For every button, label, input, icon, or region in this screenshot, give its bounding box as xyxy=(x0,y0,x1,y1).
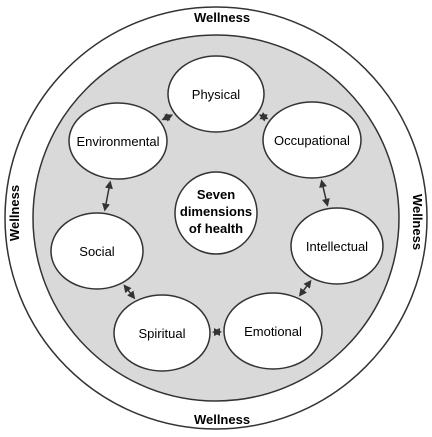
node-environmental xyxy=(68,102,168,180)
arrow-social-environmental xyxy=(102,180,113,212)
node-label-spiritual: Spiritual xyxy=(139,326,186,341)
dimension-nodes: PhysicalOccupationalIntellectualEmotiona… xyxy=(50,55,384,372)
arrow-environmental-physical xyxy=(161,113,174,122)
arrow-physical-occupational xyxy=(258,112,269,122)
wellness-label-right: Wellness xyxy=(410,194,425,250)
center-label-line2: dimensions xyxy=(180,204,252,219)
node-label-emotional: Emotional xyxy=(244,324,302,339)
arrow-intellectual-emotional xyxy=(298,279,312,297)
arrow-spiritual-social xyxy=(123,284,136,300)
wellness-label-left: Wellness xyxy=(7,185,22,241)
node-label-physical: Physical xyxy=(192,87,241,102)
node-physical xyxy=(167,55,265,133)
wellness-label-bottom: Wellness xyxy=(194,412,250,427)
center-circle xyxy=(174,171,258,255)
node-label-intellectual: Intellectual xyxy=(306,239,368,254)
node-social xyxy=(50,212,144,290)
node-intellectual xyxy=(290,207,384,285)
node-occupational xyxy=(262,101,362,179)
node-label-social: Social xyxy=(79,244,115,259)
center-label-line1: Seven xyxy=(197,187,235,202)
center-label-line3: of health xyxy=(189,221,243,236)
connectors xyxy=(102,112,330,337)
node-label-environmental: Environmental xyxy=(76,134,159,149)
wellness-label-top: Wellness xyxy=(194,10,250,25)
arrow-occupational-intellectual xyxy=(319,179,330,207)
node-spiritual xyxy=(113,294,211,372)
node-label-occupational: Occupational xyxy=(274,133,350,148)
node-emotional xyxy=(223,292,323,370)
